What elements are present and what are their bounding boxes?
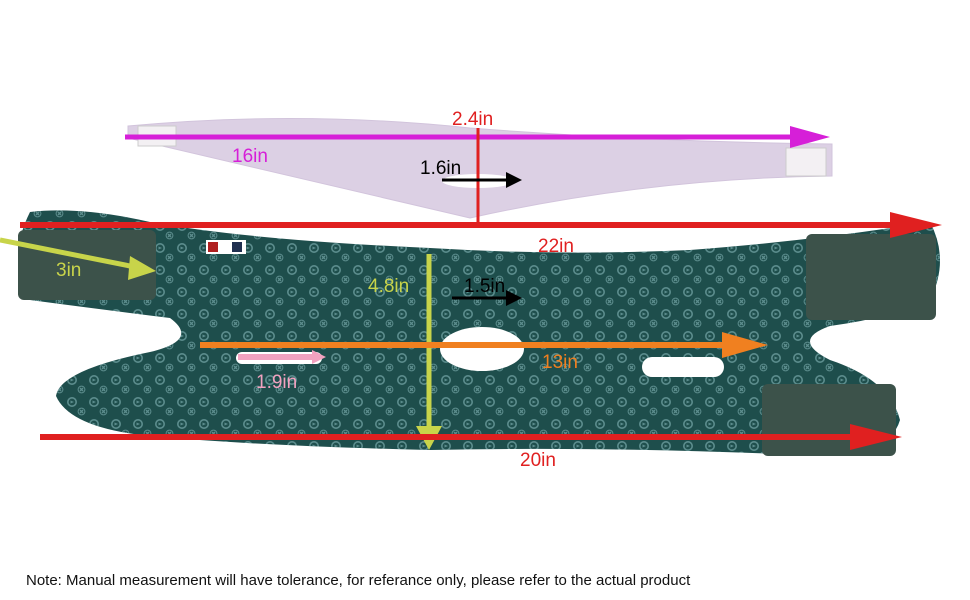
label-bottom-length: 20in	[520, 450, 556, 471]
label-top-width: 2.4in	[452, 109, 493, 130]
label-middle-length: 13in	[542, 352, 578, 373]
label-total-length: 22in	[538, 236, 574, 257]
label-side-slot: 1.9in	[256, 372, 297, 393]
top-strap	[127, 117, 833, 219]
label-velcro-left: 3in	[56, 260, 81, 281]
side-slot-right	[642, 357, 724, 377]
center-hole	[440, 327, 524, 371]
label-height: 4.8in	[368, 276, 409, 297]
top-strap-velcro-right	[785, 147, 827, 177]
measure-arrows	[0, 126, 942, 450]
label-center-hole: 1.5in	[464, 276, 505, 297]
label-top-hole: 1.6in	[420, 158, 461, 179]
bottom-strap	[18, 210, 940, 456]
velcro-right-bottom	[762, 384, 896, 456]
velcro-left	[18, 230, 156, 300]
velcro-right-top	[806, 234, 936, 320]
disclaimer-note: Note: Manual measurement will have toler…	[26, 572, 691, 589]
label-top-length: 16in	[232, 146, 268, 167]
